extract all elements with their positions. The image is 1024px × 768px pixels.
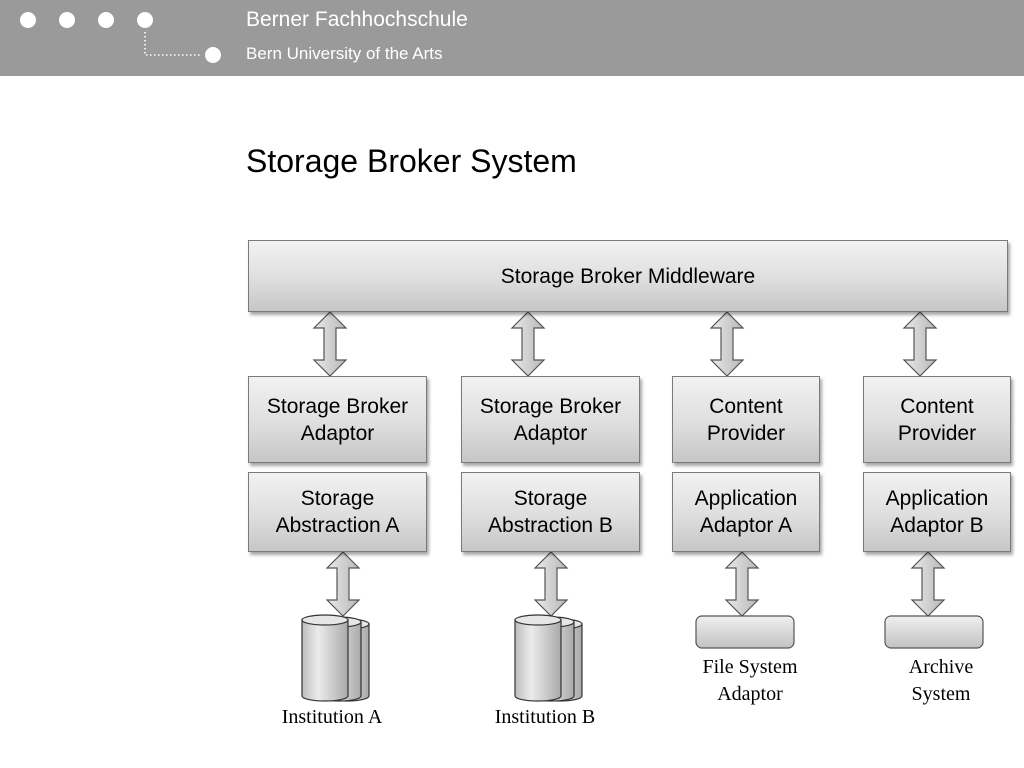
box-label: Content Provider bbox=[706, 394, 786, 445]
box-label: Storage Abstraction B bbox=[488, 487, 613, 537]
double-arrow-icon bbox=[910, 551, 946, 617]
endpoint-icons bbox=[301, 614, 984, 702]
box-label: Content Provider bbox=[897, 394, 977, 445]
box-label: Storage Broker Adaptor bbox=[479, 394, 622, 445]
content-provider-a-box: Content Provider bbox=[672, 376, 820, 463]
archive-system-box-icon bbox=[884, 615, 984, 649]
application-adaptor-a-box: Application Adaptor A bbox=[672, 472, 820, 552]
double-arrow-icon bbox=[902, 311, 938, 377]
header-banner: Berner Fachhochschule Bern University of… bbox=[0, 0, 1024, 76]
database-icon bbox=[301, 614, 349, 702]
content-provider-b-box: Content Provider bbox=[863, 376, 1011, 463]
storage-broker-adaptor-b-box: Storage Broker Adaptor bbox=[461, 376, 640, 463]
endpoint-arrows bbox=[325, 551, 946, 617]
middleware-box: Storage Broker Middleware bbox=[248, 240, 1008, 312]
box-label: Storage Broker Adaptor bbox=[266, 394, 409, 445]
middleware-arrows bbox=[312, 311, 938, 377]
box-label: Application Adaptor A bbox=[694, 487, 798, 537]
logo-dot bbox=[137, 12, 153, 28]
institution-b-label: Institution B bbox=[494, 706, 596, 728]
database-icon bbox=[514, 614, 562, 702]
middleware-label: Storage Broker Middleware bbox=[500, 264, 756, 288]
double-arrow-icon bbox=[510, 311, 546, 377]
logo-dots-graphic bbox=[20, 12, 221, 63]
double-arrow-icon bbox=[709, 311, 745, 377]
logo-dot bbox=[20, 12, 36, 28]
box-label: Application Adaptor B bbox=[885, 487, 989, 537]
storage-broker-adaptor-a-box: Storage Broker Adaptor bbox=[248, 376, 427, 463]
institution-a-label: Institution A bbox=[281, 706, 383, 728]
box-label: Storage Abstraction A bbox=[275, 487, 400, 537]
archive-system-label: Archive System bbox=[908, 656, 974, 705]
file-system-adaptor-label: File System Adaptor bbox=[702, 656, 798, 705]
double-arrow-icon bbox=[533, 551, 569, 617]
file-system-adaptor-box-icon bbox=[695, 615, 795, 649]
double-arrow-icon bbox=[325, 551, 361, 617]
logo-dot bbox=[98, 12, 114, 28]
page-title: Storage Broker System bbox=[246, 143, 577, 179]
storage-abstraction-b-box: Storage Abstraction B bbox=[461, 472, 640, 552]
institution-name: Berner Fachhochschule bbox=[246, 8, 468, 31]
double-arrow-icon bbox=[724, 551, 760, 617]
institution-subtitle: Bern University of the Arts bbox=[246, 44, 443, 63]
logo-dot bbox=[205, 47, 221, 63]
double-arrow-icon bbox=[312, 311, 348, 377]
logo-dot bbox=[59, 12, 75, 28]
application-adaptor-b-box: Application Adaptor B bbox=[863, 472, 1011, 552]
storage-abstraction-a-box: Storage Abstraction A bbox=[248, 472, 427, 552]
